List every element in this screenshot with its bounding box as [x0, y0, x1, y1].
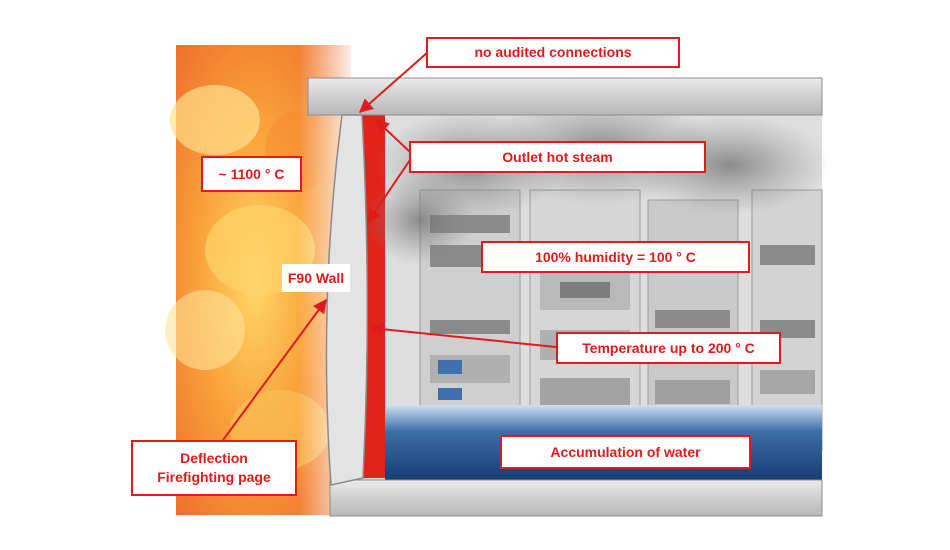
arrow-steam-bottom	[367, 159, 411, 224]
label-deflection-line2: Firefighting page	[157, 469, 271, 485]
floor-slab	[329, 479, 823, 517]
f90-wall-panel	[325, 114, 369, 486]
label-temp-inside: Temperature up to 200 ° C	[556, 332, 781, 364]
label-f90-wall: F90 Wall	[282, 264, 350, 292]
ceiling-slab	[307, 77, 823, 116]
arrow-deflection	[222, 298, 327, 441]
label-humidity: 100% humidity = 100 ° C	[481, 241, 750, 273]
label-accumulation-text: Accumulation of water	[550, 443, 701, 460]
callout-arrows	[222, 51, 557, 441]
label-humidity-text: 100% humidity = 100 ° C	[535, 248, 696, 265]
label-f90-text: F90 Wall	[287, 270, 345, 286]
arrow-temp-inside	[369, 322, 557, 348]
label-outlet-hot-steam: Outlet hot steam	[409, 141, 706, 173]
label-deflection-line1: Deflection	[180, 450, 248, 467]
arrow-steam-top	[374, 119, 411, 153]
label-temp-outside: ~ 1100 ° C	[201, 156, 302, 192]
label-no-audited-text: no audited connections	[474, 44, 632, 61]
label-temp-inside-text: Temperature up to 200 ° C	[582, 339, 755, 356]
label-temp-outside-text: ~ 1100 ° C	[218, 165, 285, 182]
label-outlet-text: Outlet hot steam	[502, 148, 613, 165]
label-deflection: Deflection Firefighting page	[131, 440, 297, 496]
label-accumulation-water: Accumulation of water	[500, 435, 751, 469]
label-no-audited-connections: no audited connections	[426, 37, 680, 68]
arrow-no-audited	[358, 51, 429, 113]
